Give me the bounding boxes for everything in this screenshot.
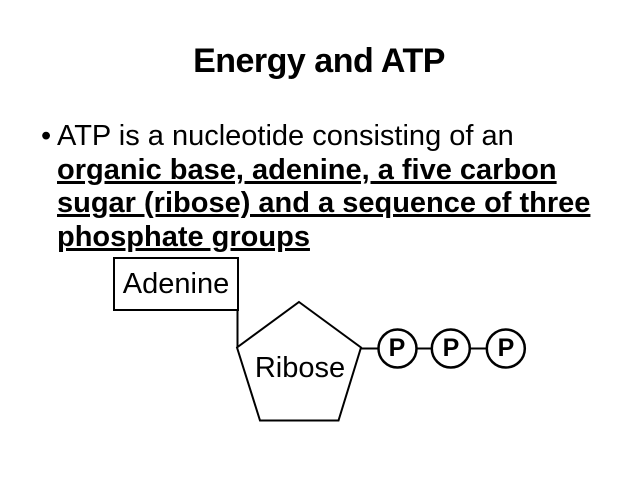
phosphate-label-3: P [497,334,515,362]
bullet-line-emphasis-2: sugar (ribose) and a sequence of three [57,187,601,221]
bullet-line-intro: ATP is a nucleotide consisting of an [57,120,514,152]
ribose-label: Ribose [254,352,346,384]
phosphate-label-2: P [442,334,460,362]
adenine-box: Adenine [113,257,239,311]
bullet-paragraph: • ATP is a nucleotide consisting of an o… [41,120,601,254]
phosphate-label-1: P [388,334,406,362]
bullet-line-emphasis-3: phosphate groups [57,221,601,255]
bullet-marker: • [41,120,52,152]
phosphate-circle-2 [430,328,472,369]
underlined-text-1: organic base, adenine, a five carbon [57,153,557,186]
bullet-text: ATP is a nucleotide consisting of an org… [57,120,601,254]
ribose-pentagon [235,300,363,422]
underlined-text-3: phosphate groups [57,220,310,253]
phosphate-circle-3 [485,328,527,369]
bullet-line-emphasis-1: organic base, adenine, a five carbon [57,154,601,188]
phosphate-circle-1 [377,328,418,369]
underlined-text-2: sugar (ribose) and a sequence of three [57,187,591,219]
slide-title: Energy and ATP [193,42,445,80]
adenine-label: Adenine [122,267,230,300]
